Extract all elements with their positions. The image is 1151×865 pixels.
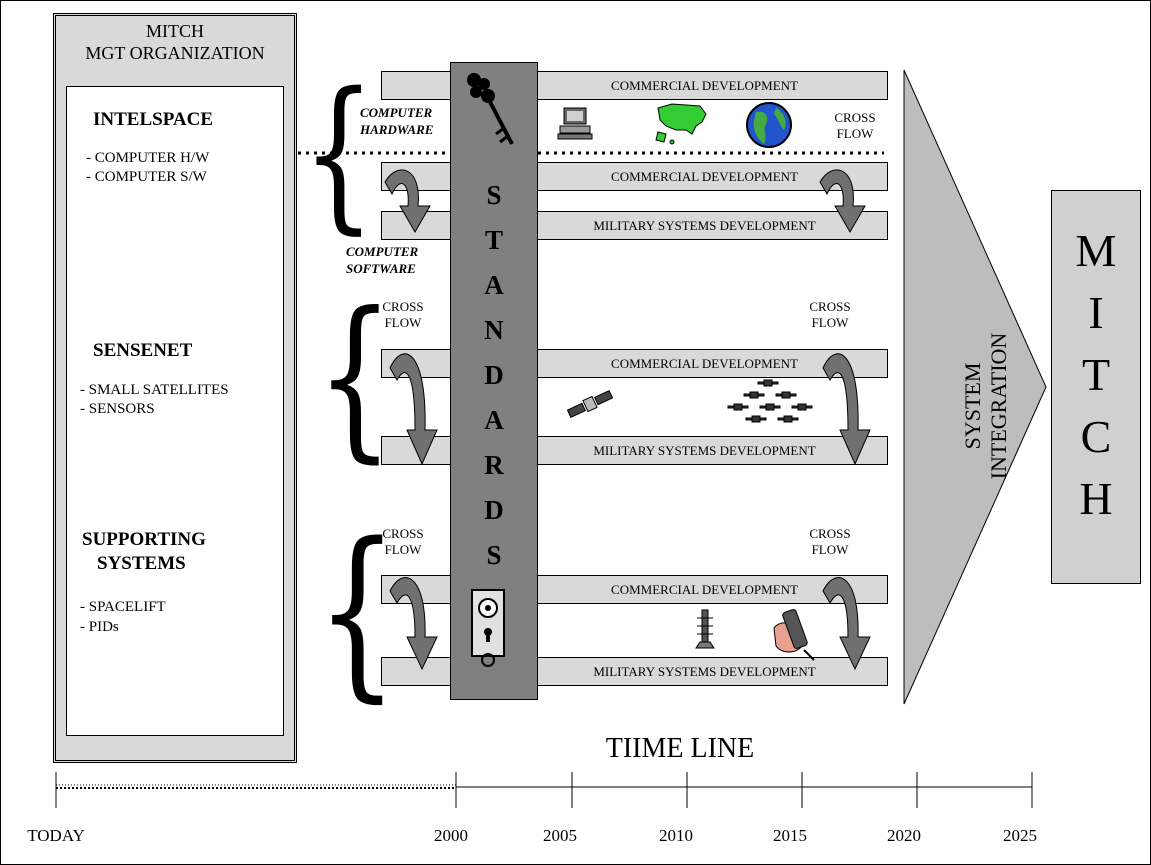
- mitch-letter: C: [1080, 411, 1112, 462]
- bar-label: COMMERCIAL DEVELOPMENT: [611, 582, 798, 597]
- system-integration-label: SYSTEM INTEGRATION: [960, 256, 1012, 556]
- curved-arrow-icon: [389, 353, 438, 466]
- curved-arrow-icon: [822, 353, 871, 466]
- label-line: COMPUTER: [360, 105, 433, 120]
- cross-flow-label: CROSS FLOW: [373, 526, 433, 558]
- cross-flow-label: CROSS FLOW: [800, 526, 860, 558]
- section-item: - SENSORS: [80, 401, 155, 417]
- label-line: SOFTWARE: [346, 261, 416, 276]
- system-integration-arrow: [903, 69, 1047, 705]
- globe-icon: [746, 102, 792, 148]
- satellite-cluster-icon: [727, 379, 813, 423]
- curved-arrow-icon: [384, 169, 431, 234]
- section-item: - SMALL SATELLITES: [80, 382, 229, 398]
- section-title-intelspace: INTELSPACE: [93, 109, 214, 130]
- brace-intelspace: {: [302, 57, 376, 249]
- standards-letter: N: [484, 315, 504, 345]
- label-line: HARDWARE: [360, 122, 434, 137]
- label-line: CROSS: [809, 526, 851, 541]
- label-line: FLOW: [811, 315, 849, 330]
- brace-sensenet: {: [316, 276, 394, 479]
- standards-letter: D: [484, 495, 504, 525]
- section-title-systems: SYSTEMS: [97, 553, 186, 574]
- computer-icon: [557, 107, 593, 140]
- curved-arrow-icon: [819, 169, 866, 234]
- lock-icon: [471, 589, 505, 667]
- timeline-axis: [55, 772, 1033, 808]
- bar-label: MILITARY SYSTEMS DEVELOPMENT: [593, 218, 816, 233]
- timeline-year-label: 2015: [773, 826, 807, 845]
- system-integration-line2: INTEGRATION: [986, 332, 1011, 480]
- standards-letter: R: [484, 450, 504, 480]
- hardware-software-divider: [298, 151, 884, 155]
- bar-label: MILITARY SYSTEMS DEVELOPMENT: [593, 664, 816, 679]
- timeline-year-label: 2025: [1003, 826, 1037, 845]
- bar-label: COMMERCIAL DEVELOPMENT: [611, 78, 798, 93]
- timeline-title: TIIME LINE: [605, 733, 755, 764]
- timeline-today-label: TODAY: [27, 826, 85, 845]
- section-title-supporting: SUPPORTING: [82, 529, 206, 550]
- timeline-year-label: 2010: [659, 826, 693, 845]
- section-item: - COMPUTER S/W: [86, 169, 207, 185]
- handheld-radio-icon: [773, 609, 815, 661]
- brace-supporting: {: [316, 503, 399, 719]
- section-item: - PIDs: [80, 619, 119, 635]
- satellite-icon: [566, 389, 614, 419]
- section-item: - COMPUTER H/W: [86, 150, 210, 166]
- mitch-letter: T: [1081, 349, 1111, 400]
- cross-flow-label: CROSS FLOW: [373, 299, 433, 331]
- label-line: FLOW: [836, 126, 874, 141]
- standards-letter: S: [486, 180, 502, 210]
- timeline-year-label: 2020: [887, 826, 921, 845]
- mitch-box: [1051, 190, 1141, 584]
- org-title-line1: MITCH: [146, 21, 204, 41]
- mitch-letter: I: [1088, 287, 1104, 338]
- bar-label: MILITARY SYSTEMS DEVELOPMENT: [593, 443, 816, 458]
- curved-arrow-icon: [822, 577, 871, 671]
- label-line: CROSS: [382, 299, 424, 314]
- computer-hardware-label: COMPUTER HARDWARE: [360, 104, 433, 138]
- standards-letter: A: [484, 270, 504, 300]
- section-title-sensenet: SENSENET: [93, 340, 193, 361]
- computer-software-label: COMPUTER SOFTWARE: [346, 243, 418, 277]
- org-title-line2: MGT ORGANIZATION: [85, 43, 265, 63]
- cross-flow-label-top: CROSS FLOW: [800, 110, 910, 142]
- bar-label: COMMERCIAL DEVELOPMENT: [611, 356, 798, 371]
- usa-map-icon: [655, 103, 707, 145]
- timeline-year-label: 2000: [434, 826, 468, 845]
- label-line: CROSS: [809, 299, 851, 314]
- curved-arrow-icon: [389, 577, 438, 671]
- system-integration-line1: SYSTEM: [960, 362, 985, 450]
- label-line: FLOW: [811, 542, 849, 557]
- org-inner-box: [66, 86, 284, 736]
- label-line: CROSS: [382, 526, 424, 541]
- standards-letter: D: [484, 360, 504, 390]
- mitch-letter: M: [1075, 225, 1117, 276]
- label-line: CROSS: [834, 110, 876, 125]
- standards-letter: T: [484, 225, 503, 255]
- label-line: FLOW: [384, 315, 422, 330]
- bar-label: COMMERCIAL DEVELOPMENT: [611, 169, 798, 184]
- standards-letter: A: [484, 405, 504, 435]
- standards-letter: S: [486, 540, 502, 570]
- key-icon: [467, 73, 514, 145]
- standards-column: [450, 62, 538, 700]
- rocket-launch-icon: [695, 609, 715, 649]
- timeline-year-label: 2005: [543, 826, 577, 845]
- org-title: MITCH MGT ORGANIZATION: [56, 20, 294, 64]
- mitch-letter: H: [1079, 473, 1113, 524]
- cross-flow-label: CROSS FLOW: [800, 299, 860, 331]
- label-line: FLOW: [384, 542, 422, 557]
- label-line: COMPUTER: [346, 244, 419, 259]
- section-item: - SPACELIFT: [80, 599, 166, 615]
